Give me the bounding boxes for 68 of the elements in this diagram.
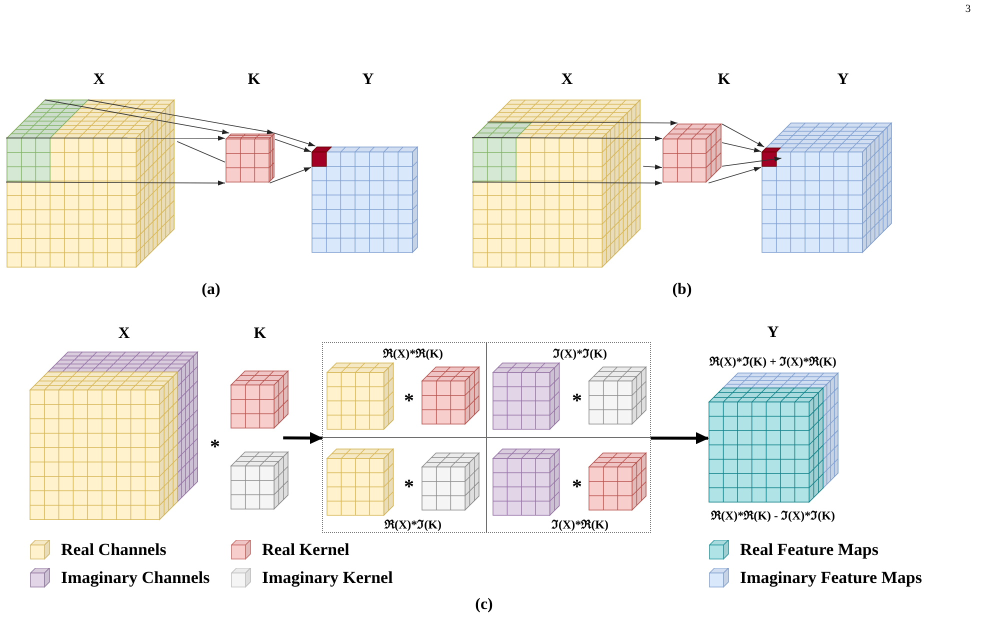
operator-symbol: * xyxy=(572,390,582,412)
formula-label: ℜ(X)*ℑ(K) xyxy=(384,518,442,532)
cube-heading: X xyxy=(93,71,105,89)
cube-heading: K xyxy=(254,325,266,343)
cube-heading: Y xyxy=(362,71,374,89)
legend-label: Imaginary Kernel xyxy=(262,568,393,588)
arrow xyxy=(274,138,312,152)
quadrant-panel xyxy=(322,342,487,438)
arrow xyxy=(651,432,709,444)
formula-label: ℜ(X)*ℑ(K) + ℑ(X)*ℜ(K) xyxy=(710,355,836,369)
legend-label: Real Channels xyxy=(61,540,166,560)
arrow xyxy=(722,142,762,152)
grid-cube xyxy=(421,366,480,426)
grid-cube xyxy=(662,123,722,184)
subfigure-label: (c) xyxy=(475,596,493,614)
subfigure-label: (b) xyxy=(672,281,692,299)
grid-cube xyxy=(588,366,648,426)
formula-label: ℑ(X)*ℜ(K) xyxy=(552,518,608,532)
grid-cube xyxy=(225,133,276,184)
arrow xyxy=(283,432,323,444)
grid-cube xyxy=(588,452,648,512)
cube-heading: X xyxy=(561,71,573,89)
operator-symbol: * xyxy=(404,476,414,498)
cube-heading: Y xyxy=(837,71,849,89)
arrow xyxy=(722,156,782,167)
operator-symbol: * xyxy=(210,436,220,458)
grid-cube xyxy=(326,362,394,430)
cube-heading: K xyxy=(248,71,260,89)
cube-heading: K xyxy=(718,71,730,89)
arrow xyxy=(487,120,678,126)
subfigure-label: (a) xyxy=(202,281,220,299)
arrow xyxy=(472,180,662,186)
cube-heading: Y xyxy=(767,324,779,342)
arrow xyxy=(6,180,226,186)
cube-heading: X xyxy=(118,325,130,343)
grid-cube xyxy=(492,362,560,430)
grid-cube xyxy=(29,351,199,521)
highlighted-region xyxy=(472,122,532,182)
highlighted-cell xyxy=(761,147,782,168)
grid-cube xyxy=(421,452,480,512)
grid-cube xyxy=(230,370,290,430)
arrow xyxy=(708,166,762,184)
grid-cube xyxy=(708,372,840,504)
arrow xyxy=(274,132,316,146)
grid-cube xyxy=(326,448,394,516)
formula-label: ℑ(X)*ℑ(K) xyxy=(553,347,607,361)
legend-label: Real Kernel xyxy=(262,540,350,560)
operator-symbol: * xyxy=(572,476,582,498)
arrow xyxy=(472,136,662,141)
legend-label: Imaginary Feature Maps xyxy=(740,568,922,588)
grid-cube xyxy=(492,448,560,516)
legend-label: Real Feature Maps xyxy=(740,540,878,560)
highlighted-cell xyxy=(311,146,332,168)
dotted-panel xyxy=(322,342,651,533)
highlighted-region xyxy=(6,137,52,182)
arrow xyxy=(6,136,226,141)
formula-label: ℜ(X)*ℜ(K) xyxy=(383,347,443,361)
legend-label: Imaginary Channels xyxy=(61,568,210,588)
arrow xyxy=(269,166,312,184)
arrow xyxy=(88,100,274,134)
grid-cube xyxy=(230,451,290,510)
arrow xyxy=(642,164,662,170)
arrow xyxy=(722,124,765,148)
formula-label: ℜ(X)*ℜ(K) - ℑ(X)*ℑ(K) xyxy=(711,509,835,523)
operator-symbol: * xyxy=(404,390,414,412)
page-number: 3 xyxy=(965,2,971,16)
connector-line xyxy=(176,141,226,163)
arrow xyxy=(44,100,230,134)
